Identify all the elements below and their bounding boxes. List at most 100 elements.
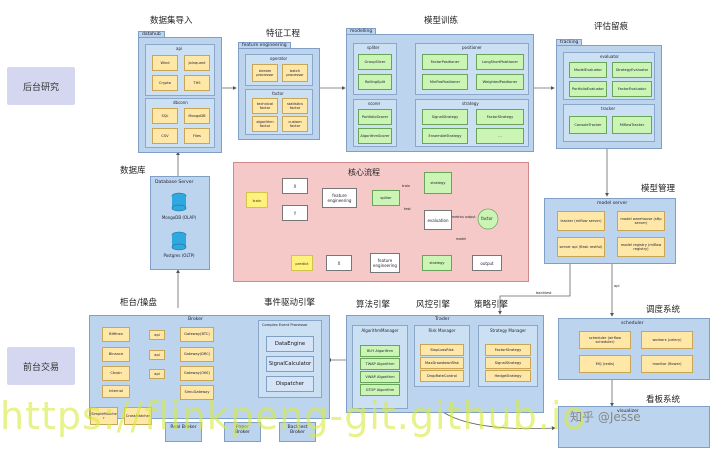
stream-processor: stream processor (252, 64, 278, 82)
model-registry: model registry (mlflow registry) (617, 237, 665, 257)
factor-title: factor (272, 91, 284, 96)
scheduler-title: scheduler (621, 321, 644, 326)
api-ths: THS (184, 75, 210, 91)
title-database: 数据库 (120, 166, 146, 176)
scorer-group: scorer PortfolioScorer AlgorithmScorer (353, 99, 397, 147)
watermark-zhihu: 知乎 @Jesse (570, 410, 641, 424)
title-evaluation: 评估留痕 (594, 22, 629, 32)
scheduler-airflow: scheduler (airflow scheduler) (579, 331, 631, 349)
datahub-panel: api Wind Joinquant Crypto THS dbconn SQL… (138, 37, 222, 153)
tracker-group: tracker ConsoleTracker MlflowTracker (563, 104, 655, 142)
scorer-title: scorer (368, 101, 381, 106)
title-counter: 柜台/操盘 (120, 298, 157, 308)
scheduler-workers: workers (celery) (641, 331, 693, 349)
statistics-factor: statistics factor (282, 98, 308, 114)
scheduler-panel: scheduler scheduler (airflow scheduler) … (558, 318, 710, 380)
algorithm-scorer: AlgorithmScorer (358, 128, 392, 144)
trader-title: Trader (435, 317, 450, 322)
custom-factor: custom factor (282, 116, 308, 132)
mongodb-cylinder-icon (171, 192, 187, 212)
datahub-tab: datahub (138, 31, 165, 38)
weighted-positioner: WeightedPositioner (476, 74, 524, 90)
gateway-btc: Gateway(BTC) (180, 327, 214, 342)
model-warehouse: model warehouse (sftp server) (617, 211, 665, 231)
console-tracker: ConsoleTracker (569, 116, 607, 134)
dbconn-csv: CSV (152, 128, 178, 144)
side-label-trading-text: 前台交易 (22, 362, 59, 373)
tracker-title: tracker (601, 106, 616, 111)
trader-signal-strategy: SignalStrategy (485, 357, 531, 369)
title-dataset-import: 数据集导入 (150, 16, 193, 26)
trader-factor-strategy: FactorStrategy (485, 344, 531, 356)
factor-positioner: FactorPositioner (422, 54, 468, 70)
core-y-top: Y (282, 205, 308, 221)
core-output: output (472, 255, 502, 271)
model-tracker: tracker (mlflow server) (557, 211, 605, 231)
watermark-url: https://flinkpeng-git.github.io (0, 394, 587, 438)
model-server-panel: model server tracker (mlflow server) mod… (544, 198, 676, 264)
mlflow-tracker: MlflowTracker (612, 116, 652, 134)
side-label-research: 后台研究 (7, 67, 75, 105)
api-joinquant: Joinquant (184, 55, 210, 71)
api-wind: Wind (152, 55, 178, 71)
arrow-trader-visualizer (439, 409, 556, 431)
signal-calculator: SignalCalculator (266, 356, 314, 372)
edge-api-label: api (614, 284, 620, 288)
backtest-broker: Backtest Broker (279, 422, 316, 442)
buy-algorithm: BUY Algorithm (360, 345, 400, 357)
vwap-algorithm: VWAP Algorithm (360, 371, 400, 383)
visualizer-title: visualizer (617, 409, 639, 414)
database-server-panel: Database Server MongoDB (OLAP) Postgres … (150, 176, 210, 270)
title-model-management: 模型管理 (641, 184, 676, 194)
api-box-1: api (149, 330, 165, 340)
title-event-engine: 事件驱动引擎 (264, 298, 316, 308)
dbconn-title: dbconn (173, 100, 188, 105)
feature-panel: operator stream processor batch processo… (238, 48, 320, 140)
batch-processor: batch processor (282, 64, 308, 82)
title-feature-engineering: 特征工程 (266, 29, 301, 39)
title-dashboard: 看板系统 (646, 395, 681, 405)
tracking-tab: tracking (556, 39, 583, 46)
trader-hedge-strategy: HedgeStrategy (485, 370, 531, 382)
exchange-binance: Binance (102, 347, 130, 362)
more-strategy: ... (476, 128, 524, 144)
strategy-evaluator: StrategyEvaluator (612, 62, 652, 78)
arrow-modelserver-trader (498, 264, 571, 315)
positioner-group: positioner FactorPositioner LongShortPos… (415, 43, 529, 95)
event-processor-title: Complex Event Processor (262, 323, 308, 327)
strategy-manager-title: Strategy Manager (490, 328, 526, 333)
model-server-api: server api (flask restful) (557, 237, 605, 257)
core-flow-title: 核心流程 (348, 168, 380, 177)
longshort-positioner: LongShortPositioner (476, 54, 524, 70)
side-label-research-text: 后台研究 (22, 82, 59, 93)
dbconn-mongodb: MongoDB (184, 108, 210, 124)
real-broker: Real Broker (165, 422, 202, 442)
edge-metrics-label: metrics output (452, 215, 476, 219)
edge-backtest-label: backtest (536, 291, 552, 295)
model-evaluator: ModelEvaluator (569, 62, 607, 78)
title-algo-engine: 算法引擎 (356, 300, 391, 310)
rolling-split: RollingSplit (358, 74, 392, 90)
broker-title: Broker (188, 317, 203, 322)
modelling-panel: spliter GroupSlicer RollingSplit positio… (346, 34, 534, 152)
droprate-control: DropRateControl (420, 370, 464, 382)
core-x-top: X (282, 178, 308, 194)
portfolio-scorer: PortfolioScorer (358, 109, 392, 125)
dispatcher: Dispatcher (266, 376, 314, 392)
technical-factor: technical factor (252, 98, 278, 114)
factor-evaluator: FactorEvaluator (612, 81, 652, 97)
mongodb-label: MongoDB (OLAP) (161, 215, 197, 220)
core-strategy-top: strategy (424, 172, 452, 194)
scheduler-mq: MQ (redis) (579, 355, 631, 373)
dbconn-files: Files (184, 128, 210, 144)
api-title: api (176, 46, 183, 51)
portfolio-evaluator: PortfolioEvaluator (569, 81, 607, 97)
visualizer-panel: visualizer (558, 406, 710, 448)
evaluator-group: evaluator ModelEvaluator StrategyEvaluat… (563, 52, 655, 100)
spliter-group: spliter GroupSlicer RollingSplit (353, 43, 397, 95)
api-crypto: Crypto (152, 75, 178, 91)
api-box-3: api (149, 369, 165, 379)
core-feature-engineering-top: feature engineering (322, 188, 357, 208)
scheduler-monitor: monitor (flower) (641, 355, 693, 373)
strategy-title: strategy (462, 101, 479, 106)
